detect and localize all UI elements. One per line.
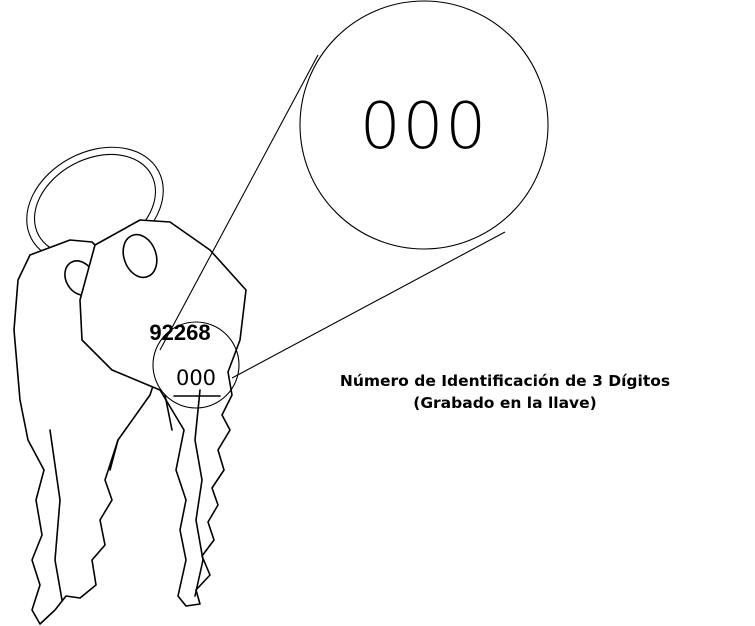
projection-line-top	[159, 54, 319, 351]
caption-line-2: (Grabado en la llave)	[413, 394, 597, 412]
zoom-circle	[299, 0, 549, 250]
projection-line-bottom	[231, 231, 506, 379]
small-magnify-circle	[152, 321, 240, 409]
front-key	[79, 219, 247, 607]
key-id-number: 000	[176, 366, 216, 390]
caption: Número de Identificación de 3 Dígitos (G…	[255, 370, 755, 414]
zoom-id-number: 000	[360, 90, 488, 164]
caption-line-1: Número de Identificación de 3 Dígitos	[339, 372, 671, 390]
key-code-number: 92268	[149, 320, 210, 345]
